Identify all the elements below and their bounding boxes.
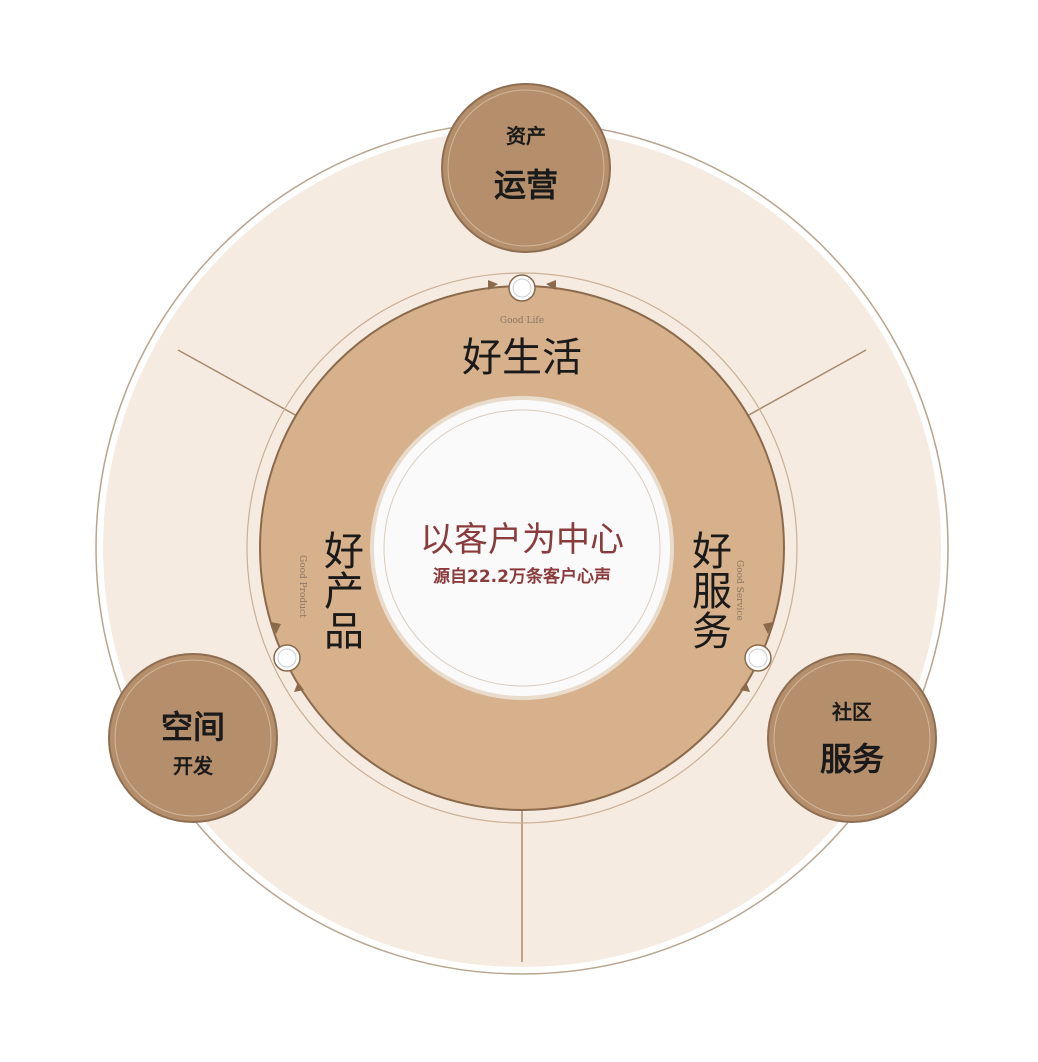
ring-left-english: Good Product [297,555,307,618]
node-circle-left [108,653,278,823]
ring-right-english: Good Service [734,560,744,621]
node-top-line1: 资产 [506,124,546,148]
arrow-icon [546,280,556,290]
ring-right-label: 好服务 [685,530,731,650]
connector-dot-right [744,644,772,672]
arrow-icon [740,682,750,692]
center-title: 以客户为中心 [420,520,624,560]
node-circle-right [767,653,937,823]
arrow-icon [488,280,498,290]
node-right-line1: 社区 [832,700,872,724]
ring-left-label: 好产品 [317,530,363,650]
node-right-line2: 服务 [819,740,884,778]
node-circle-top [441,83,611,253]
ring-top-english: Good Life [499,316,545,326]
center-subtitle: 源自22.2万条客户心声 [433,567,611,587]
node-top-line2: 运营 [493,166,558,204]
center-inner-line [383,409,661,687]
connector-dot-left [273,644,301,672]
cycle-ring-line [246,272,798,824]
center-circle [370,396,674,700]
node-left-line1: 空间 [160,708,225,746]
connector-dot-top [508,274,536,302]
arrow-icon [294,682,304,692]
arrow-icon [763,622,773,634]
ring-top-label: 好生活 [462,335,582,381]
node-left-line2: 开发 [173,754,213,778]
arrow-icon [271,622,281,634]
